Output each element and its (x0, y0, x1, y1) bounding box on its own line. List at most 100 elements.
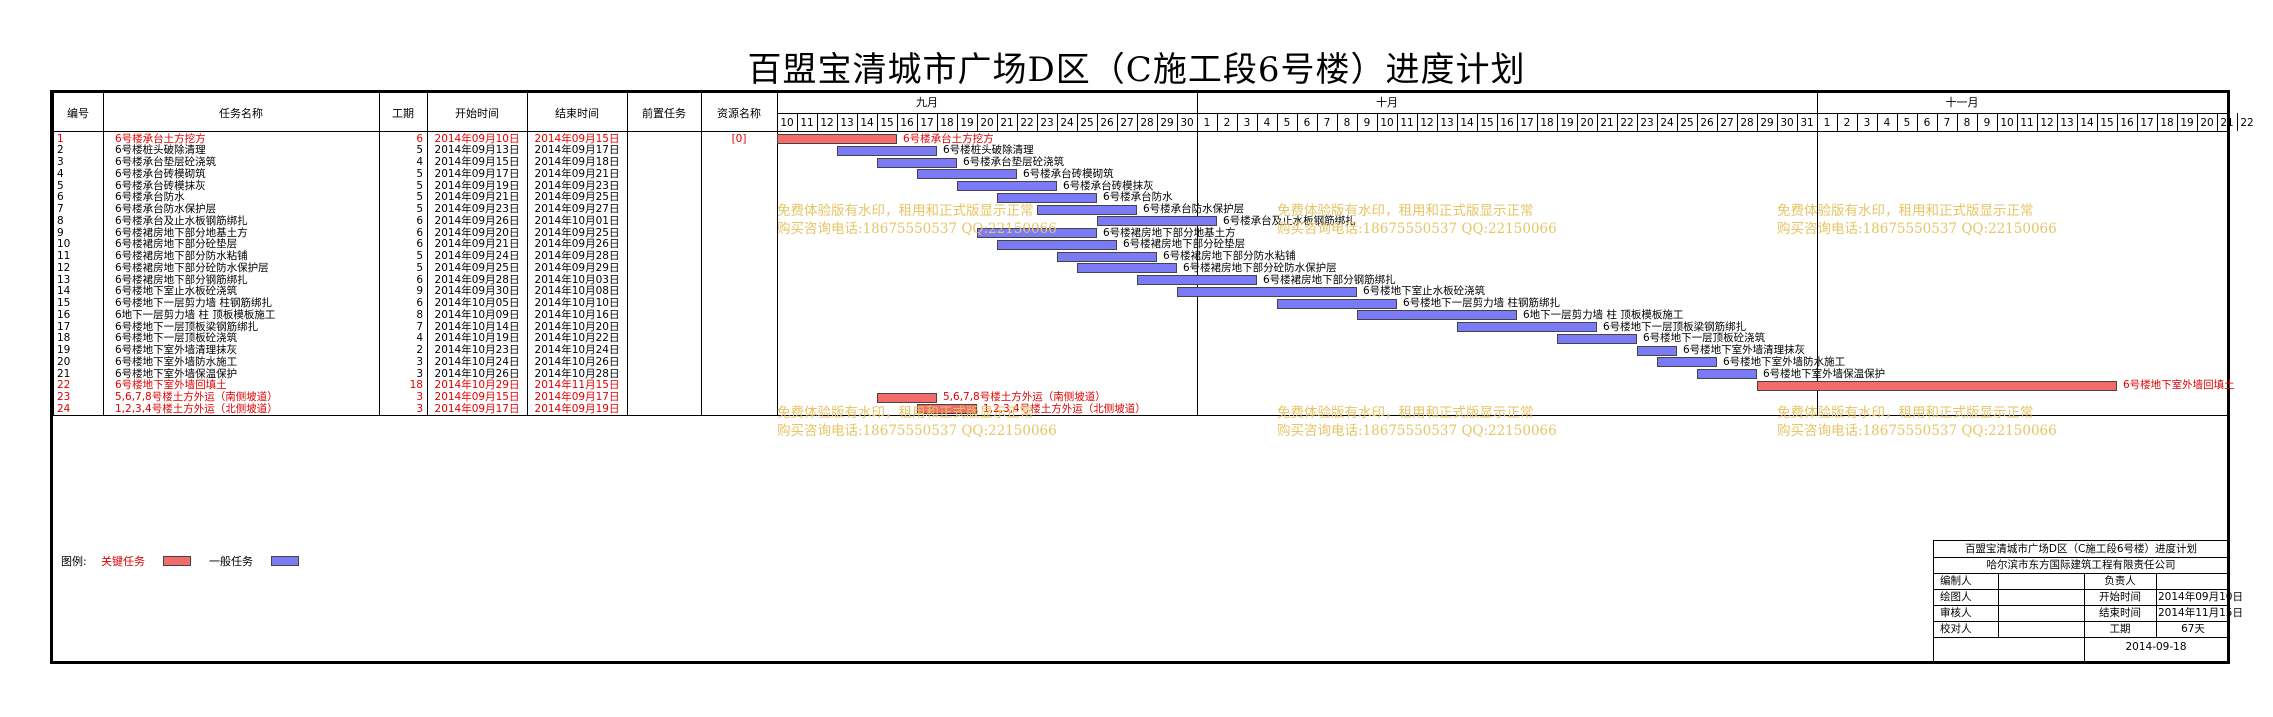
task-duration: 3 (416, 367, 423, 380)
day-tick (2217, 113, 2218, 131)
tb-duration-value: 67天 (2181, 623, 2205, 635)
day-header: 5 (1903, 117, 1911, 129)
task-end: 2014年10月20日 (534, 320, 620, 333)
table-column-line (427, 93, 428, 415)
day-tick (1477, 113, 1478, 131)
watermark-line2: 购买咨询电话:18675550537 QQ:22150066 (1777, 221, 2057, 237)
header-resource: 资源名称 (717, 107, 761, 120)
gantt-frame: 编号 任务名称 工期 开始时间 结束时间 前置任务 资源名称 九月 十月 十一月… (50, 90, 2254, 664)
gantt-bar (1637, 345, 1677, 356)
tb-line (1998, 573, 1999, 637)
task-id: 23 (57, 391, 71, 403)
day-tick (2037, 113, 2038, 131)
day-header: 25 (1080, 117, 1094, 129)
day-tick (1297, 113, 1298, 131)
day-tick (1717, 113, 1718, 131)
task-start: 2014年09月20日 (434, 226, 520, 239)
task-id: 3 (57, 156, 64, 168)
tb-start-label: 开始时间 (2099, 591, 2141, 603)
table-column-line (527, 93, 528, 415)
task-start: 2014年09月13日 (434, 144, 520, 157)
day-tick (1337, 113, 1338, 131)
task-id: 13 (57, 273, 71, 286)
day-header: 29 (1160, 117, 1174, 129)
task-end: 2014年09月19日 (534, 402, 620, 415)
task-name: 6号楼承台垫层砼浇筑 (115, 156, 217, 168)
day-header: 8 (1963, 117, 1971, 129)
tb-drawer-label: 绘图人 (1940, 591, 1972, 603)
table-column-line (701, 93, 702, 415)
task-name: 6号楼裙房地下部分地基土方 (115, 226, 248, 239)
month-oct: 十月 (1376, 96, 1398, 109)
day-header: 17 (2140, 117, 2154, 129)
watermark-line2: 购买咨询电话:18675550537 QQ:22150066 (777, 423, 1057, 439)
day-tick (1557, 113, 1558, 131)
task-start: 2014年10月29日 (434, 379, 520, 392)
day-tick (997, 113, 998, 131)
task-start: 2014年09月30日 (434, 285, 520, 298)
task-duration: 2 (416, 344, 423, 356)
gantt-bar-label: 6号楼地下室外墙保温保护 (1763, 367, 1886, 380)
day-header: 12 (1420, 117, 1434, 129)
gantt-bar (837, 145, 937, 156)
day-tick (2077, 113, 2078, 131)
header-end: 结束时间 (555, 107, 599, 120)
gantt-bar (997, 192, 1097, 203)
gantt-bar (997, 239, 1117, 250)
day-tick (1877, 113, 1878, 131)
day-header: 1 (1203, 117, 1211, 129)
day-tick (1157, 113, 1158, 131)
day-tick (1137, 113, 1138, 131)
task-id: 19 (57, 344, 71, 356)
task-name: 6号楼裙房地下部分钢筋绑扎 (115, 273, 248, 286)
legend-label: 图例: (61, 555, 87, 568)
task-name: 6号楼地下室止水板砼浇筑 (115, 285, 238, 298)
task-id: 24 (57, 402, 71, 415)
day-tick (2137, 113, 2138, 131)
day-tick (1637, 113, 1638, 131)
gantt-bar (877, 157, 957, 168)
gantt-bar-label: 6号楼地下室外墙清理抹灰 (1683, 344, 1806, 356)
day-tick (2097, 113, 2098, 131)
task-name: 6号楼地下一层剪力墙 柱钢筋绑扎 (115, 297, 273, 309)
task-start: 2014年10月23日 (434, 344, 520, 356)
task-end: 2014年10月03日 (534, 273, 620, 286)
gantt-bar (1757, 380, 2117, 391)
gantt-bar (1077, 263, 1177, 274)
task-start: 2014年09月21日 (434, 191, 520, 204)
gantt-bar-label: 6号楼裙房地下部分砼垫层 (1123, 238, 1246, 251)
task-duration: 4 (416, 156, 423, 168)
day-tick (2157, 113, 2158, 131)
task-id: 17 (57, 320, 71, 333)
task-name: 6地下一层剪力墙 柱 顶板模板施工 (115, 308, 276, 321)
legend-critical-swatch (163, 556, 191, 566)
day-header: 13 (1440, 117, 1454, 129)
day-header: 13 (840, 117, 854, 129)
header-bottom-line (53, 131, 2227, 132)
task-duration: 6 (416, 214, 423, 227)
tb-end-label: 结束时间 (2099, 607, 2141, 619)
day-header: 18 (2160, 117, 2174, 129)
task-start: 2014年09月17日 (434, 167, 520, 180)
task-id: 14 (57, 285, 71, 298)
day-tick (1797, 113, 1798, 131)
tb-line (2084, 573, 2085, 662)
day-tick (1677, 113, 1678, 131)
task-start: 2014年09月21日 (434, 238, 520, 251)
day-tick (1657, 113, 1658, 131)
task-id: 1 (57, 132, 64, 145)
day-tick (837, 113, 838, 131)
day-tick (857, 113, 858, 131)
task-duration: 3 (416, 355, 423, 368)
day-tick (1977, 113, 1978, 131)
task-name: 6号楼地下室外墙清理抹灰 (115, 344, 238, 356)
day-header: 17 (920, 117, 934, 129)
day-header: 31 (1800, 117, 1814, 129)
task-duration: 4 (416, 332, 423, 345)
day-tick (1517, 113, 1518, 131)
month-separator (1817, 93, 1818, 415)
day-header: 5 (1283, 117, 1291, 129)
tb-line (1934, 605, 2228, 606)
day-header: 20 (1580, 117, 1594, 129)
task-name: 6号楼地下一层顶板梁钢筋绑扎 (115, 320, 259, 333)
